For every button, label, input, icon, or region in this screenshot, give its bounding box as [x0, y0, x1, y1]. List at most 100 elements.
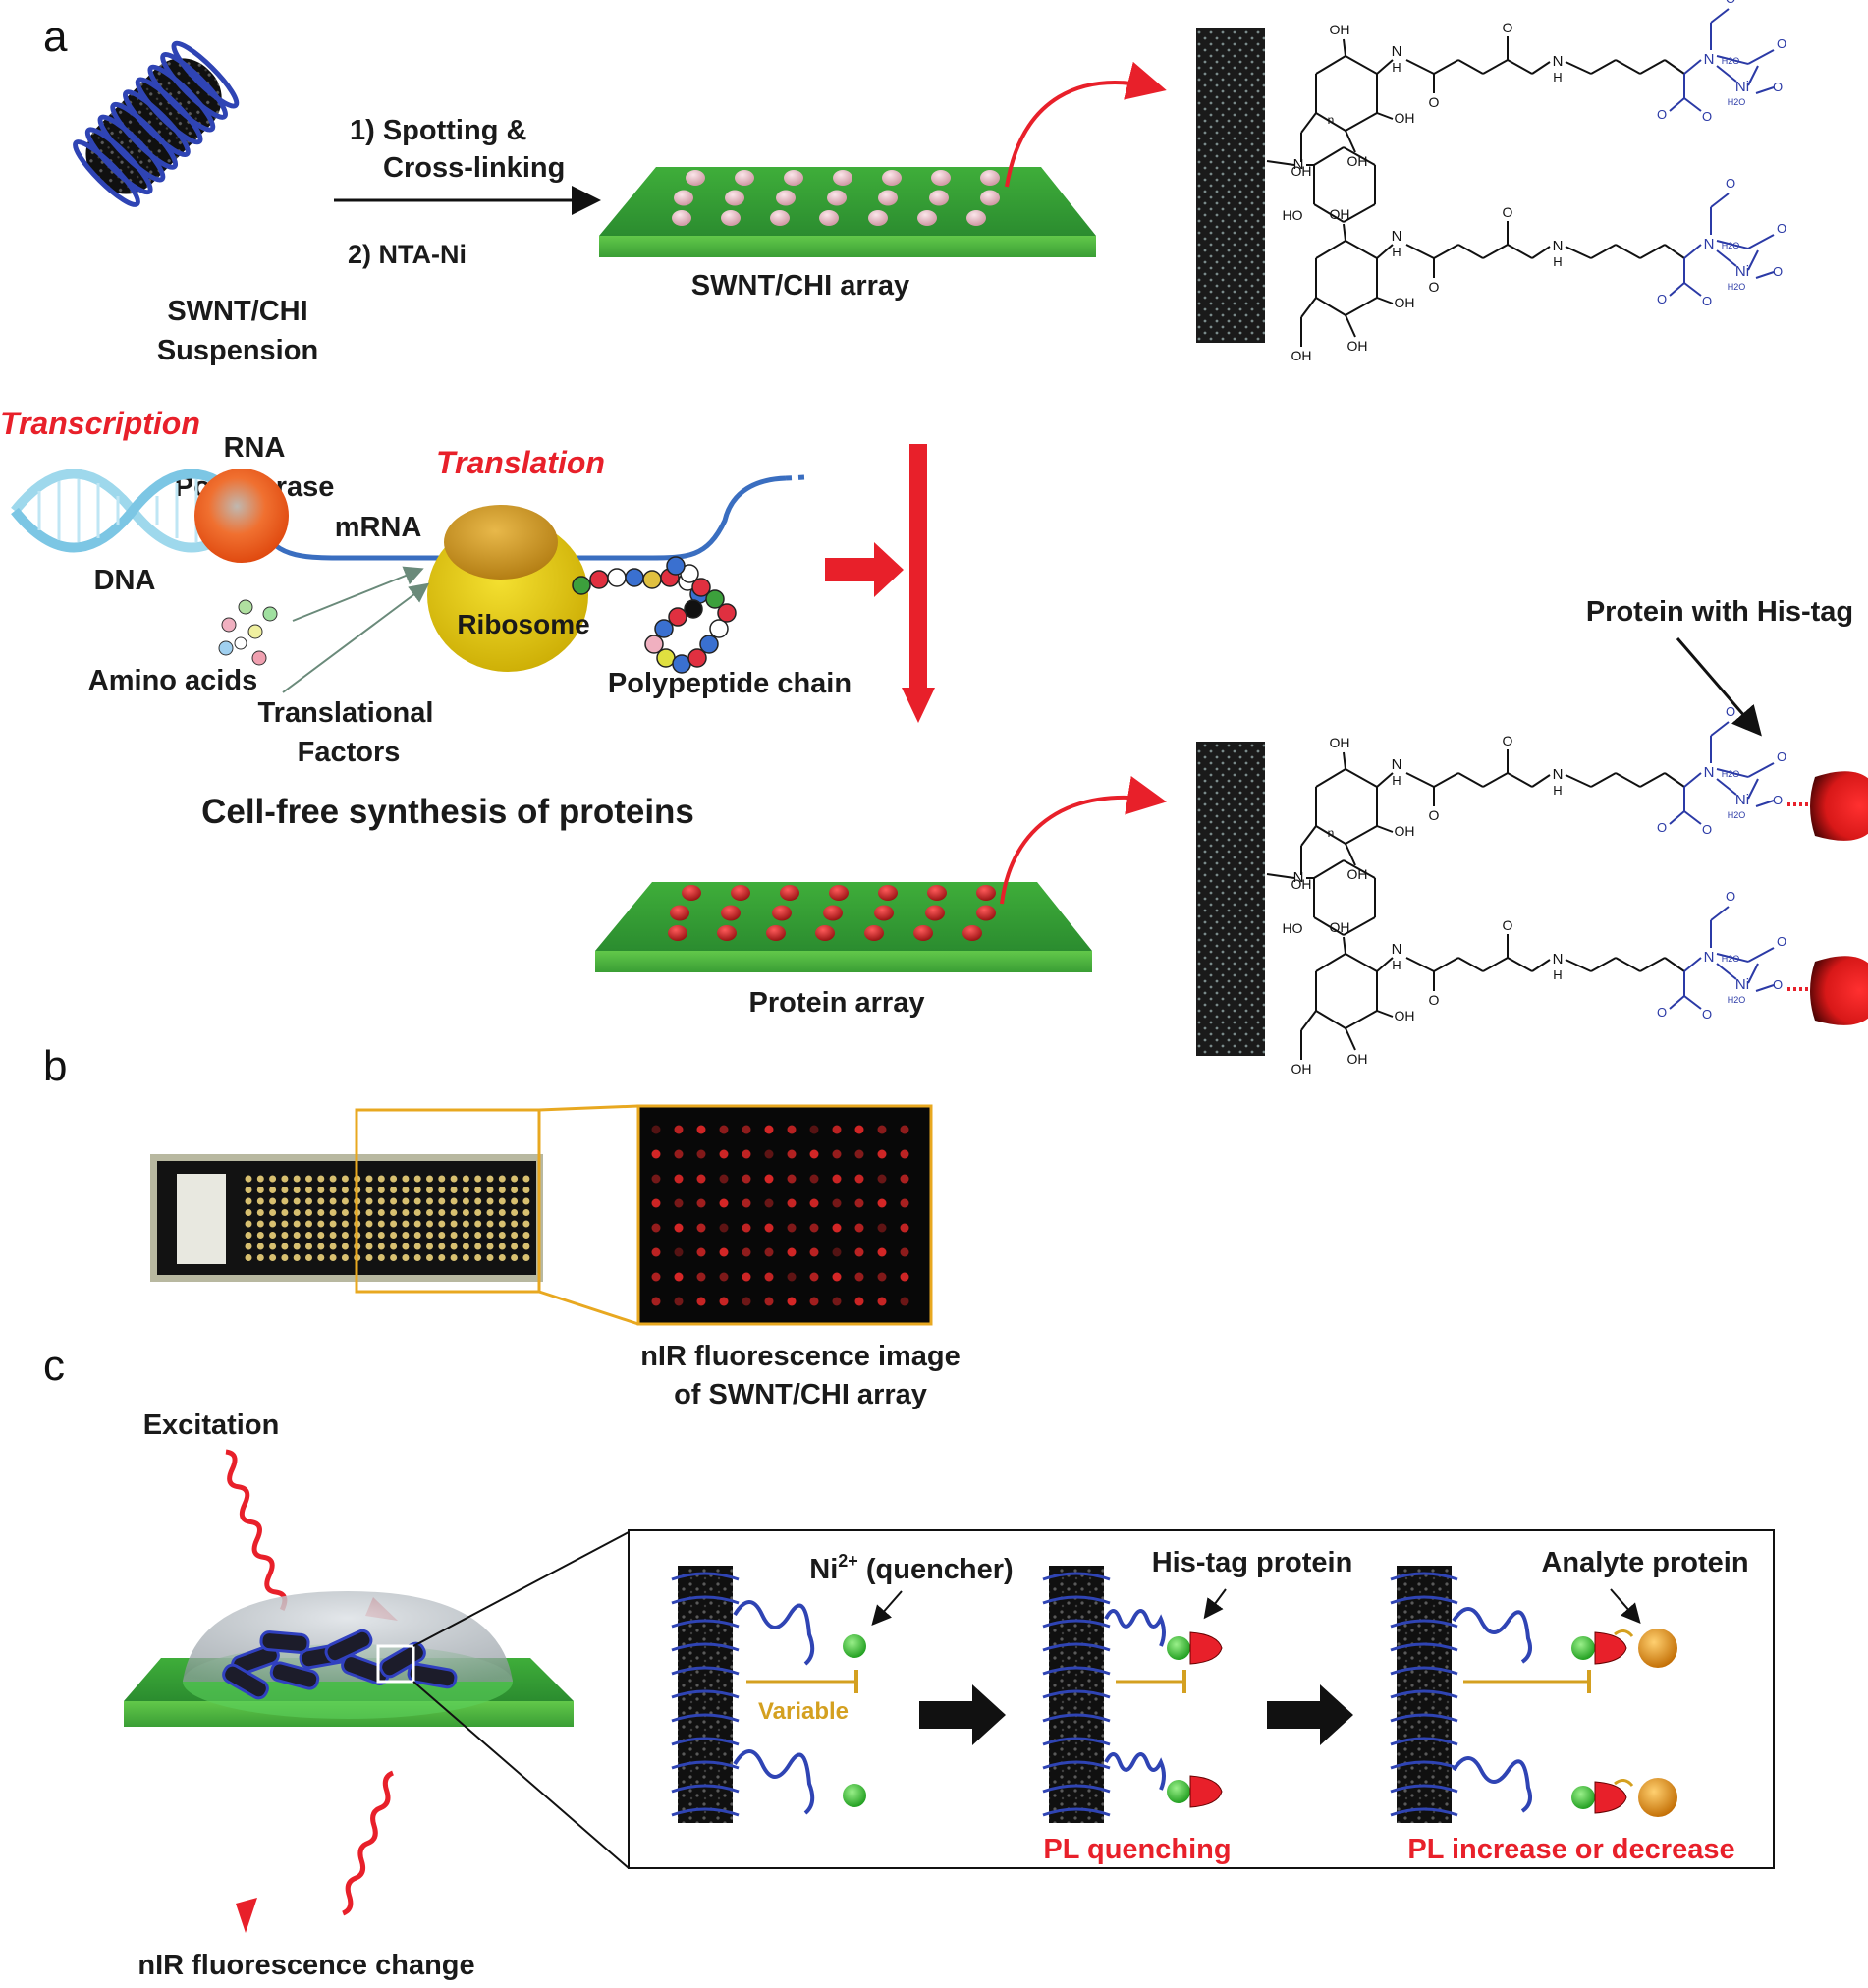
atom-label: O: [1657, 820, 1667, 835]
atom-label: Ni: [1735, 263, 1749, 280]
chip-spot: [522, 1187, 530, 1193]
bond: [1664, 59, 1685, 75]
chip-spot: [317, 1209, 325, 1216]
bond: [1683, 97, 1702, 112]
bond: [1664, 772, 1685, 788]
atom-label: N: [1392, 228, 1402, 245]
array-spot: [827, 190, 847, 206]
chip-spot: [377, 1242, 385, 1250]
atom-label: N: [1704, 949, 1715, 966]
protein-spot: [829, 885, 849, 901]
chip-spot: [390, 1187, 398, 1193]
chip-spot: [329, 1242, 337, 1250]
bond: [1315, 768, 1346, 788]
chip-spot: [269, 1232, 277, 1239]
atom-label: H2O: [1728, 282, 1746, 292]
bond: [1343, 751, 1346, 770]
fluorescence-spot: [787, 1149, 797, 1159]
atom-label: OH: [1347, 338, 1368, 354]
step1-label-1: 1) Spotting &: [350, 115, 526, 146]
protein-spot: [976, 905, 996, 921]
fluorescence-spot: [787, 1297, 797, 1306]
polypeptide-label: Polypeptide chain: [608, 668, 852, 699]
polypeptide-chain: [572, 556, 737, 674]
protein-spot: [670, 905, 689, 921]
cellfree-title: Cell-free synthesis of proteins: [201, 793, 694, 831]
array-spot: [686, 170, 705, 186]
amino-acid-bead: [705, 589, 725, 609]
chip-spot: [341, 1242, 349, 1250]
bond: [1639, 772, 1666, 788]
mechanism-inset: [628, 1529, 1775, 1869]
chip-photo: [150, 1154, 543, 1282]
fluorescence-spot: [696, 1174, 706, 1184]
fluorescence-spot: [719, 1297, 729, 1306]
bond: [1405, 772, 1435, 788]
atom-label: O: [1702, 294, 1712, 308]
bond: [1565, 774, 1592, 788]
fluorescence-spot: [900, 1149, 909, 1159]
inset-coil: [1390, 1713, 1458, 1723]
chip-spot: [450, 1197, 458, 1205]
array-spot: [770, 210, 790, 226]
chip-spot: [486, 1220, 494, 1228]
bond: [1457, 59, 1484, 75]
ni-arrow: [871, 1590, 903, 1627]
swnt-chi-array-slide: [599, 167, 1096, 257]
fluorescence-spot: [900, 1247, 909, 1257]
chip-spot: [269, 1209, 277, 1216]
fluorescence-spot: [764, 1125, 774, 1134]
fluorescence-spot: [809, 1297, 819, 1306]
atom-label: OH: [1291, 163, 1312, 179]
chip-spot: [438, 1254, 446, 1261]
inset-coil: [671, 1572, 740, 1581]
chip-spot: [402, 1197, 410, 1205]
fluorescence-spot: [877, 1149, 887, 1159]
chip-spot: [317, 1197, 325, 1205]
fluorescence-spot: [674, 1149, 684, 1159]
chip-spot: [462, 1175, 469, 1183]
fluorescence-spot: [764, 1247, 774, 1257]
factors-label-2: Factors: [298, 737, 401, 768]
chip-spot: [511, 1187, 519, 1193]
dome-nanotube: [407, 1662, 458, 1689]
chip-spot: [317, 1187, 325, 1193]
bond: [1755, 271, 1775, 279]
inset-coil: [1042, 1666, 1111, 1676]
chip-spot: [269, 1254, 277, 1261]
bond: [1300, 825, 1317, 847]
bond: [1376, 112, 1394, 120]
bond: [1345, 825, 1378, 845]
amino-acid-bead: [684, 599, 703, 619]
array-spot: [931, 170, 951, 186]
bond: [1755, 984, 1775, 992]
bond: [1615, 244, 1641, 259]
atom-label: H: [1553, 783, 1562, 798]
chip-spot: [293, 1187, 301, 1193]
atom-label: O: [1657, 1005, 1667, 1020]
peptide-linker: [733, 1600, 815, 1666]
fluorescence-spot: [742, 1174, 751, 1184]
inset-coil: [671, 1784, 740, 1794]
fluorescence-spot: [787, 1272, 797, 1282]
atom-label: H2O: [1722, 241, 1740, 250]
fluorescence-spot: [854, 1125, 864, 1134]
chip-spot: [269, 1242, 277, 1250]
atom-label: N: [1704, 764, 1715, 781]
rna-polymerase: [194, 469, 289, 563]
chip-spot: [413, 1209, 421, 1216]
chip-spot: [522, 1175, 530, 1183]
atom-label: O: [1777, 221, 1786, 236]
chip-spot: [390, 1232, 398, 1239]
fluorescence-spot: [764, 1198, 774, 1208]
his-tag-protein: [1810, 956, 1868, 1025]
amino-acids-icon: [218, 599, 278, 666]
atom-label: OH: [1395, 1008, 1415, 1023]
bond: [1669, 282, 1685, 297]
bond: [1343, 146, 1376, 166]
nanotube-wall: [1196, 28, 1265, 343]
inset-coil: [1042, 1595, 1111, 1605]
chip-spot: [522, 1209, 530, 1216]
